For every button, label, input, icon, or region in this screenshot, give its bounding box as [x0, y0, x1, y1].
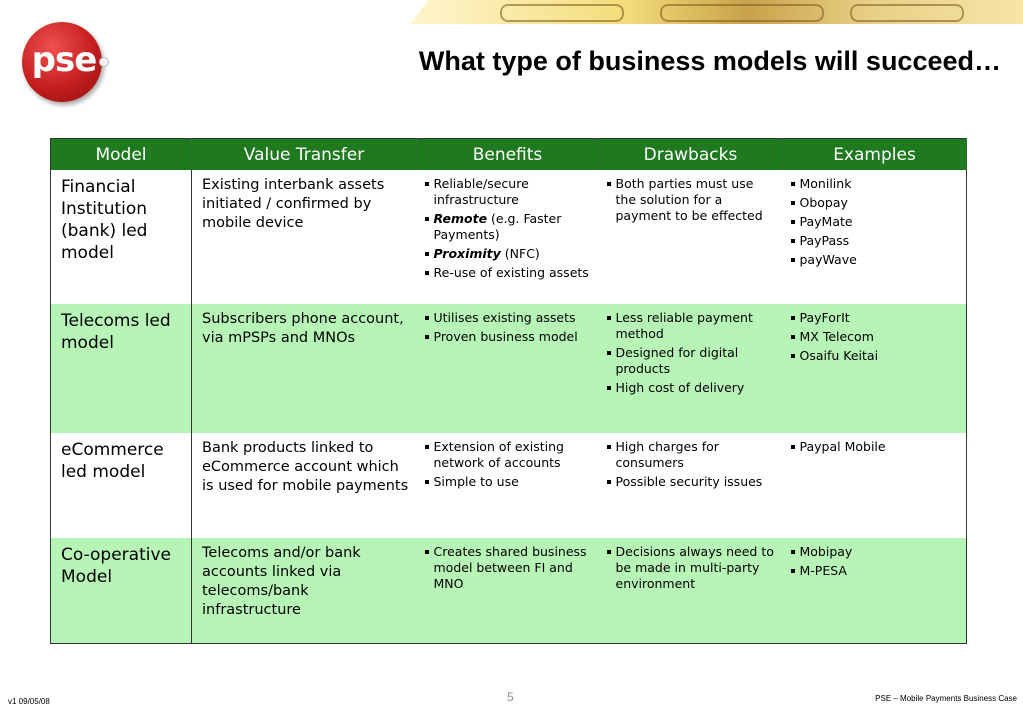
examples-cell: PayForIt MX Telecom Osaifu Keitai [782, 304, 967, 433]
model-cell: Co-operative Model [50, 538, 192, 643]
benefit-item: Remote (e.g. Faster Payments) [424, 211, 591, 243]
example-item: PayPass [790, 233, 959, 249]
footer-document-title: PSE – Mobile Payments Business Case [875, 694, 1017, 703]
example-item: Monilink [790, 176, 959, 192]
benefit-item: Proximity (NFC) [424, 246, 591, 262]
benefits-cell: Extension of existing network of account… [416, 433, 599, 538]
value-transfer-cell: Telecoms and/or bank accounts linked via… [191, 538, 417, 643]
logo-text: pse [31, 40, 98, 80]
examples-cell: Monilink Obopay PayMate PayPass payWave [782, 170, 967, 304]
benefit-item: Reliable/secure infrastructure [424, 176, 591, 208]
pse-logo: pse [22, 22, 102, 102]
examples-cell: Paypal Mobile [782, 433, 967, 538]
drawback-item: Less reliable payment method [606, 310, 775, 342]
drawbacks-cell: Decisions always need to be made in mult… [598, 538, 783, 643]
business-models-table: Model Value Transfer Benefits Drawbacks … [50, 138, 967, 644]
table-row: Financial Institution (bank) led model E… [50, 170, 967, 304]
benefit-item: Re-use of existing assets [424, 265, 591, 281]
example-item: PayMate [790, 214, 959, 230]
value-transfer-cell: Existing interbank assets initiated / co… [191, 170, 417, 304]
drawback-item: Both parties must use the solution for a… [606, 176, 775, 224]
benefit-item: Creates shared business model between FI… [424, 544, 591, 592]
benefit-item: Utilises existing assets [424, 310, 591, 326]
value-transfer-cell: Subscribers phone account, via mPSPs and… [191, 304, 417, 433]
header-value-transfer: Value Transfer [191, 138, 417, 170]
benefit-text: (e.g. Faster Payments) [433, 211, 562, 242]
slide-title: What type of business models will succee… [418, 46, 1001, 76]
drawback-item: Designed for digital products [606, 345, 775, 377]
example-item: Paypal Mobile [790, 439, 959, 455]
benefits-cell: Creates shared business model between FI… [416, 538, 599, 643]
benefit-item: Proven business model [424, 329, 591, 345]
model-cell: Financial Institution (bank) led model [50, 170, 192, 304]
header-banner-image [410, 0, 1023, 24]
drawback-item: High charges for consumers [606, 439, 775, 471]
benefit-emphasis: Proximity [433, 246, 501, 261]
model-cell: eCommerce led model [50, 433, 192, 538]
drawbacks-cell: High charges for consumers Possible secu… [598, 433, 783, 538]
benefit-item: Simple to use [424, 474, 591, 490]
header-examples: Examples [782, 138, 967, 170]
table-row: Co-operative Model Telecoms and/or bank … [50, 538, 967, 643]
table-row: eCommerce led model Bank products linked… [50, 433, 967, 538]
header-drawbacks: Drawbacks [598, 138, 783, 170]
drawbacks-cell: Less reliable payment method Designed fo… [598, 304, 783, 433]
benefit-item: Extension of existing network of account… [424, 439, 591, 471]
header-model: Model [50, 138, 192, 170]
header-benefits: Benefits [416, 138, 599, 170]
table-row: Telecoms led model Subscribers phone acc… [50, 304, 967, 433]
footer-page-number: 5 [507, 690, 514, 704]
example-item: Obopay [790, 195, 959, 211]
drawbacks-cell: Both parties must use the solution for a… [598, 170, 783, 304]
benefits-cell: Utilises existing assets Proven business… [416, 304, 599, 433]
model-cell: Telecoms led model [50, 304, 192, 433]
example-item: Mobipay [790, 544, 959, 560]
examples-cell: Mobipay M-PESA [782, 538, 967, 643]
value-transfer-cell: Bank products linked to eCommerce accoun… [191, 433, 417, 538]
example-item: payWave [790, 252, 959, 268]
benefits-cell: Reliable/secure infrastructure Remote (e… [416, 170, 599, 304]
benefit-text: (NFC) [500, 246, 540, 261]
example-item: Osaifu Keitai [790, 348, 959, 364]
footer-version: v1 09/05/08 [8, 697, 50, 706]
example-item: PayForIt [790, 310, 959, 326]
drawback-item: Decisions always need to be made in mult… [606, 544, 775, 592]
drawback-item: High cost of delivery [606, 380, 775, 396]
example-item: M-PESA [790, 563, 959, 579]
logo-dot [99, 57, 109, 67]
example-item: MX Telecom [790, 329, 959, 345]
drawback-item: Possible security issues [606, 474, 775, 490]
table-header-row: Model Value Transfer Benefits Drawbacks … [50, 138, 967, 170]
benefit-emphasis: Remote [433, 211, 488, 226]
